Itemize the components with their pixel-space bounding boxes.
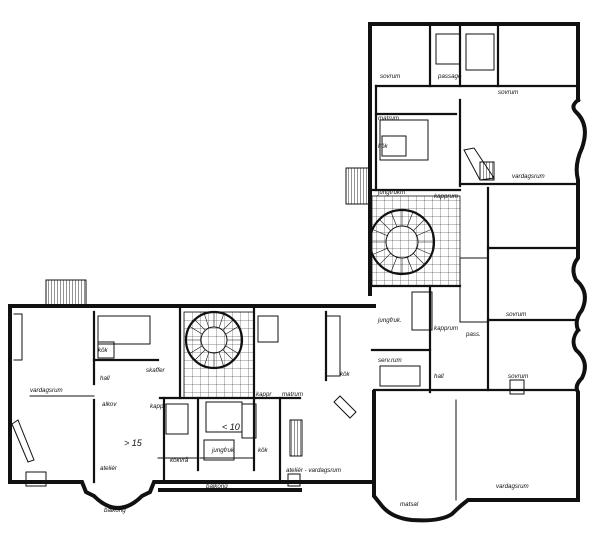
stair-right bbox=[368, 195, 461, 287]
label-kok: kök bbox=[340, 371, 351, 378]
label-passage: passage bbox=[437, 73, 462, 80]
label-vardagsrum: vardagsrum bbox=[496, 483, 529, 490]
label-kok: kök bbox=[258, 447, 269, 454]
label-atelier: ateliér bbox=[100, 465, 118, 472]
label-jungfrukammare: jungfrukm bbox=[377, 189, 405, 196]
label-passage: pass. bbox=[465, 331, 481, 338]
left-wing-details bbox=[11, 279, 357, 487]
label-matrum: matrum bbox=[282, 391, 303, 398]
label-kapprum: kappr bbox=[256, 391, 272, 398]
label-jungfrukammare: jungfruk bbox=[211, 447, 235, 454]
label-kokvra: kokvrå bbox=[170, 457, 189, 464]
label-atelier-vardagsrum: ateliér - vardagsrum bbox=[286, 467, 341, 474]
label-vardagsrum: vardagsrum bbox=[512, 173, 545, 180]
label-matrum: matrum bbox=[378, 115, 399, 122]
marker-10: < 10 bbox=[222, 422, 240, 432]
label-jungfrukammare: jungfruk. bbox=[377, 317, 402, 324]
label-serveringsrum: serv.rum bbox=[378, 357, 402, 364]
marker-15: > 15 bbox=[124, 438, 143, 448]
stair-center bbox=[183, 310, 255, 399]
label-sovrum: sovrum bbox=[508, 373, 528, 380]
label-sovrum: sovrum bbox=[498, 89, 518, 96]
room-labels: sovrum passage sovrum matrum kök vardags… bbox=[30, 73, 545, 514]
label-sovrum: sovrum bbox=[506, 311, 526, 318]
label-balkong: balkong bbox=[206, 483, 228, 490]
label-balkong: balkong bbox=[104, 507, 126, 514]
label-hall: hall bbox=[434, 373, 444, 380]
label-kok: kök bbox=[378, 143, 389, 150]
label-kapprum: kapprum bbox=[434, 193, 458, 200]
right-wing-details bbox=[345, 33, 525, 395]
label-vardagsrum: vardagsrum bbox=[30, 387, 63, 394]
label-kapprum: kappr bbox=[150, 403, 166, 410]
label-matsal: matsal bbox=[400, 501, 419, 508]
label-kok: kök bbox=[98, 347, 109, 354]
label-kapprum: kapprum bbox=[434, 325, 458, 332]
label-sovrum: sovrum bbox=[380, 73, 400, 80]
label-skafferi: skaffer bbox=[146, 367, 166, 374]
label-alkov: alkov bbox=[102, 401, 117, 408]
label-hall: hall bbox=[100, 375, 110, 382]
